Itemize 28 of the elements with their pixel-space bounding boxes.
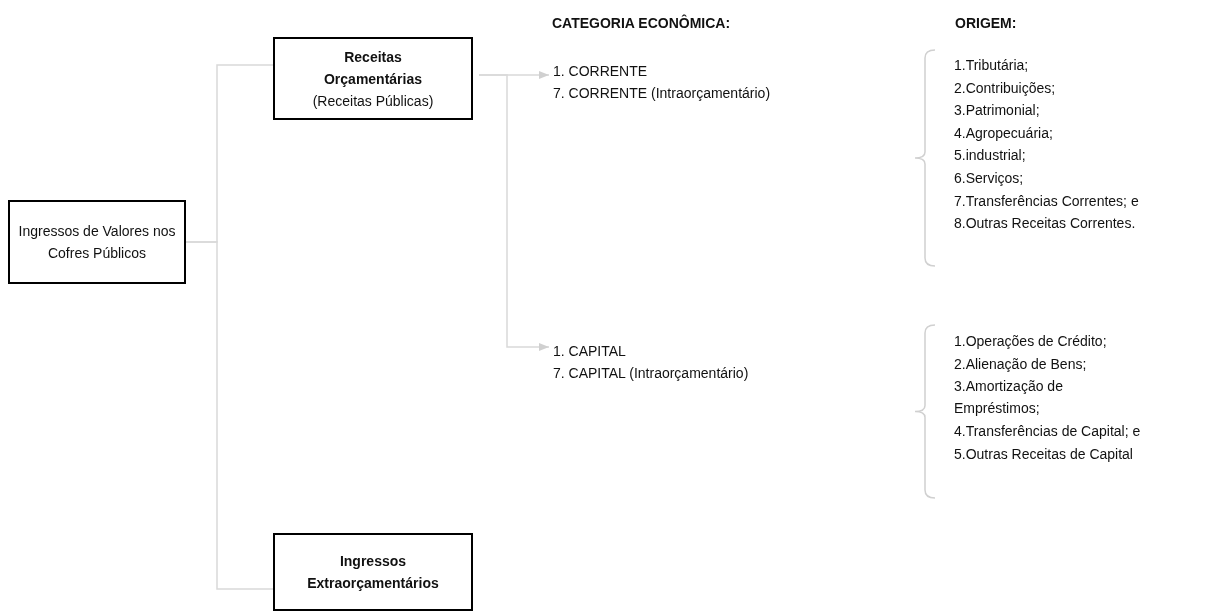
list-item: 4.Transferências de Capital; e xyxy=(954,422,1141,442)
list-item: 6.Serviços; xyxy=(954,169,1024,188)
list-item: 2.Alienação de Bens; xyxy=(954,354,1087,374)
box-title: Ingressos Extraorçamentários xyxy=(306,552,440,593)
category-item: 1. CORRENTE xyxy=(553,62,649,81)
list-item: 5.Outras Receitas de Capital xyxy=(954,445,1133,464)
column-heading: ORIGEM: xyxy=(955,14,1017,33)
box-title: Ingressos de Valores nos Cofres Públicos xyxy=(17,222,177,263)
list-item: 3.Patrimonial; xyxy=(954,101,1040,121)
category-item: 7. CAPITAL (Intraorçamentário) xyxy=(553,364,750,383)
category-item: 7. CORRENTE (Intraorçamentário) xyxy=(553,84,772,103)
list-item: 5.industrial; xyxy=(954,146,1026,166)
arrow xyxy=(478,74,550,351)
box-subtitle: (Receitas Públicas) xyxy=(312,91,434,111)
column-heading: CATEGORIA ECONÔMICA: xyxy=(552,13,731,33)
list-item: 7.Transferências Correntes; e xyxy=(954,191,1139,211)
process-box xyxy=(273,37,473,120)
list-item: 4.Agropecuária; xyxy=(954,123,1053,143)
process-box xyxy=(273,533,473,611)
list-item: 2.Contribuições; xyxy=(954,78,1056,98)
process-box xyxy=(8,200,186,284)
list-item: 3.Amortização de Empréstimos; xyxy=(954,377,1064,419)
category-item: 1. CAPITAL xyxy=(553,342,627,361)
list-item: 1.Tributária; xyxy=(954,56,1029,75)
list-item: 1.Operações de Crédito; xyxy=(954,332,1107,351)
list-item: 8.Outras Receitas Correntes. xyxy=(954,214,1136,234)
box-title: Receitas Orçamentárias xyxy=(322,47,424,89)
connector-line xyxy=(185,241,274,590)
